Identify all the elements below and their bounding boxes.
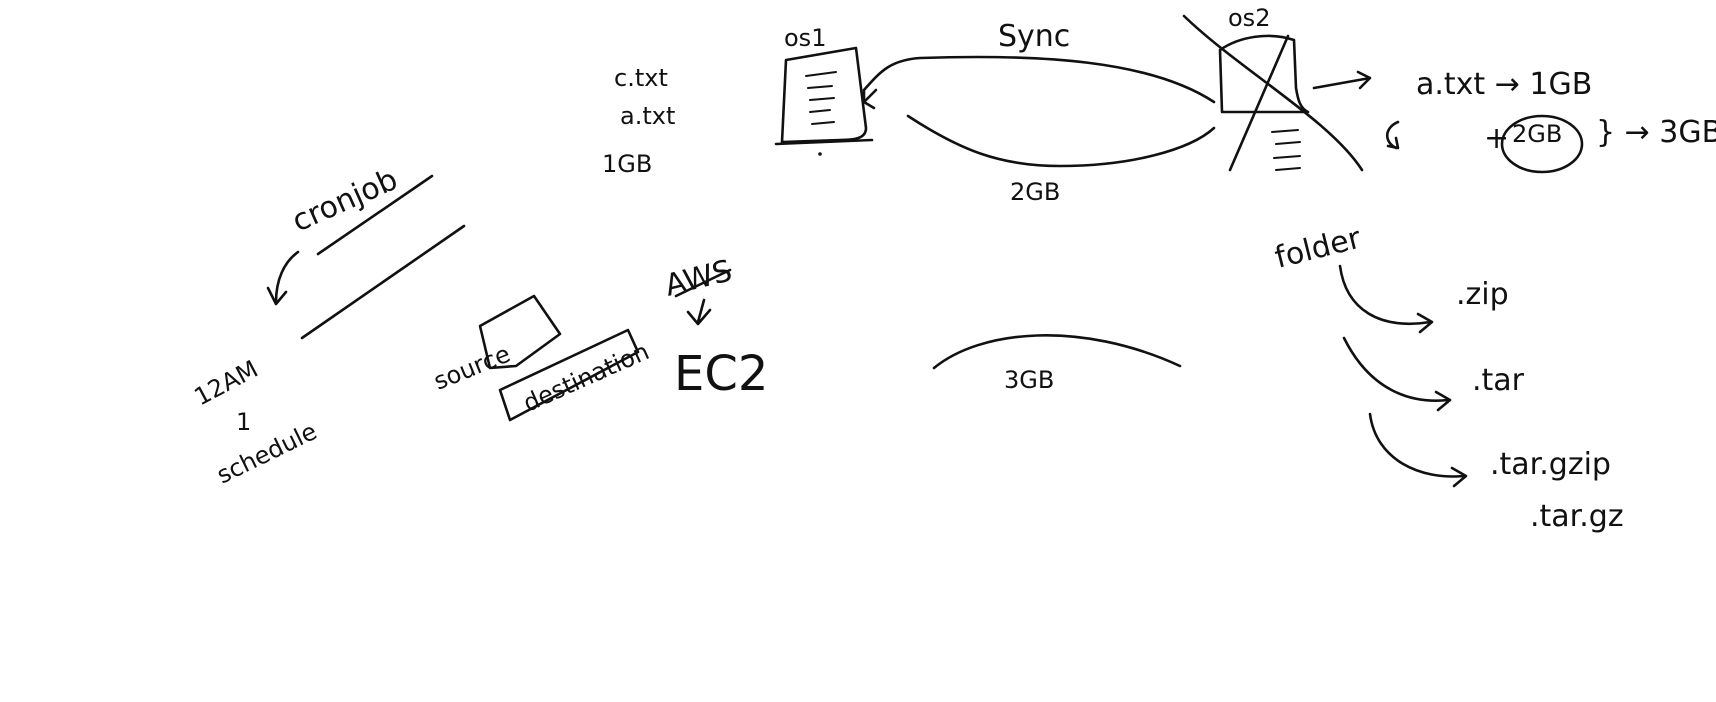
destination-box <box>498 328 640 422</box>
curl-arrow <box>1385 120 1400 150</box>
file-a-txt: a.txt <box>620 102 675 130</box>
arrow-to-tar-gzip <box>1368 412 1468 488</box>
os1-server-lines <box>805 71 837 125</box>
os2-server-icon <box>1218 34 1310 114</box>
os2-right-arrow <box>1312 70 1372 90</box>
format-tar: .tar <box>1472 363 1525 398</box>
cronjob-arrow <box>274 250 300 304</box>
format-zip: .zip <box>1456 277 1509 312</box>
arrow-to-zip <box>1338 264 1434 334</box>
sync-arrowhead <box>862 88 878 110</box>
cronjob-underline <box>316 174 434 256</box>
sync-curve-bottom <box>906 114 1216 168</box>
os2-cross-line-1 <box>1182 14 1364 172</box>
os2-server-lines <box>1271 129 1301 171</box>
plus-label: + <box>1484 121 1509 156</box>
size-2gb-label: 2GB <box>1010 178 1060 206</box>
sync-label: Sync <box>998 19 1070 54</box>
schedule-label: schedule <box>212 417 321 489</box>
os1-label: os1 <box>784 24 826 52</box>
cronjob-label: cronjob <box>287 162 403 239</box>
aws-underline <box>674 268 732 298</box>
os1-dot <box>818 152 822 156</box>
file-size-line: a.txt → 1GB <box>1416 67 1592 102</box>
source-box <box>478 294 562 370</box>
time-label: 12AM <box>190 355 263 411</box>
arrow-to-tar <box>1342 336 1452 412</box>
os2-cross-line-2 <box>1228 34 1290 172</box>
sync-arrow-top <box>862 55 1216 104</box>
aws-arrow <box>686 298 712 326</box>
aws-label: AWS <box>661 253 735 303</box>
cronjob-arrowhead <box>266 286 288 306</box>
size-3gb-label: 3GB <box>1004 366 1054 394</box>
circled-size-ring <box>1500 114 1584 174</box>
file-c-txt: c.txt <box>614 64 668 92</box>
os1-base <box>774 138 874 146</box>
file-size-1gb: 1GB <box>602 150 652 178</box>
tick-label: 1 <box>236 408 251 436</box>
os1-server-icon <box>780 46 868 144</box>
size-3gb-arc <box>932 334 1182 370</box>
ec2-label: EC2 <box>674 346 768 402</box>
folder-label: folder <box>1271 221 1365 276</box>
cronjob-diagonal-line <box>300 224 466 340</box>
circled-size-label: 2GB <box>1512 120 1562 148</box>
format-tar-gzip: .tar.gzip <box>1490 447 1611 482</box>
format-tar-gz: .tar.gz <box>1530 499 1624 534</box>
os2-label: os2 <box>1228 4 1270 32</box>
total-label: } → 3GB <box>1596 115 1716 150</box>
